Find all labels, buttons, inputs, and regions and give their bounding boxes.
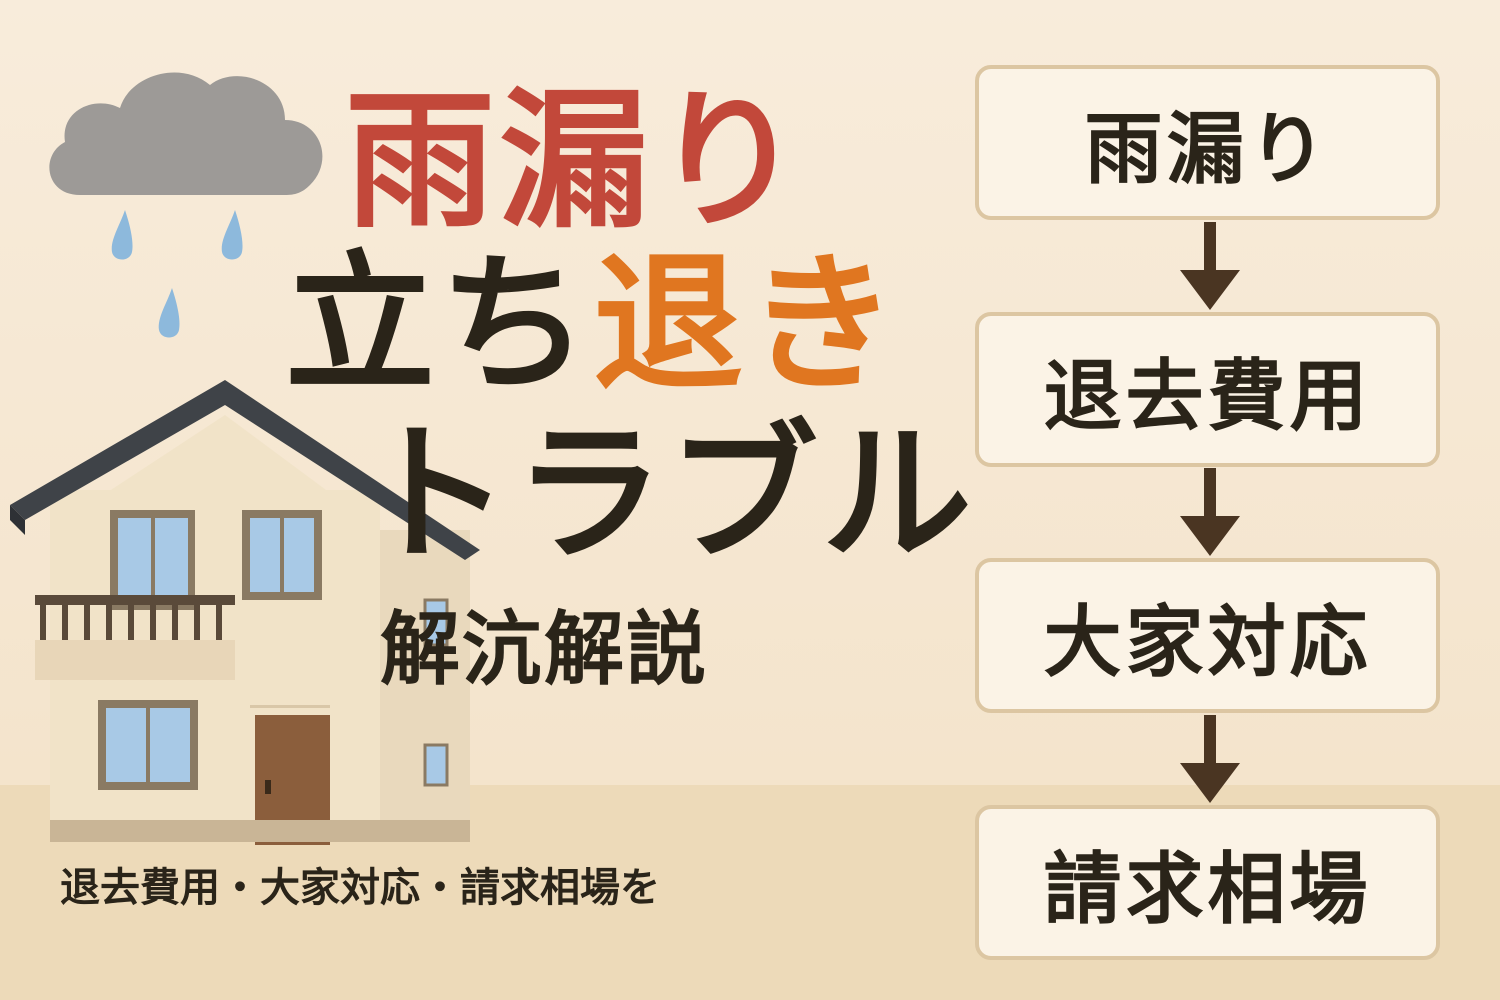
arrow-down-icon bbox=[1180, 222, 1240, 310]
raindrop-icon bbox=[158, 288, 180, 338]
title-subtitle: 解沆解説 bbox=[380, 603, 708, 696]
flow-step-3: 大家対応 bbox=[975, 558, 1440, 713]
rain-group bbox=[111, 210, 243, 338]
title-line-3: トラブル bbox=[360, 408, 977, 582]
caption-text: 退去費用・大家対応・請求相場を bbox=[60, 865, 660, 911]
flow-step-4: 請求相場 bbox=[975, 805, 1440, 960]
arrow-down-icon bbox=[1180, 715, 1240, 803]
title-line-2-accent: 退き bbox=[593, 238, 902, 412]
title-line-2-part-1: 立ち bbox=[285, 238, 594, 412]
house-icon bbox=[10, 380, 480, 845]
title-line-2: 立ち退き bbox=[285, 245, 901, 405]
flow-step-2: 退去費用 bbox=[975, 312, 1440, 467]
flow-step-1: 雨漏り bbox=[975, 65, 1440, 220]
title-line-1: 雨漏り bbox=[345, 75, 808, 249]
cloud-icon bbox=[49, 72, 323, 195]
raindrop-icon bbox=[111, 210, 133, 260]
raindrop-icon bbox=[221, 210, 243, 260]
arrow-down-icon bbox=[1180, 468, 1240, 556]
